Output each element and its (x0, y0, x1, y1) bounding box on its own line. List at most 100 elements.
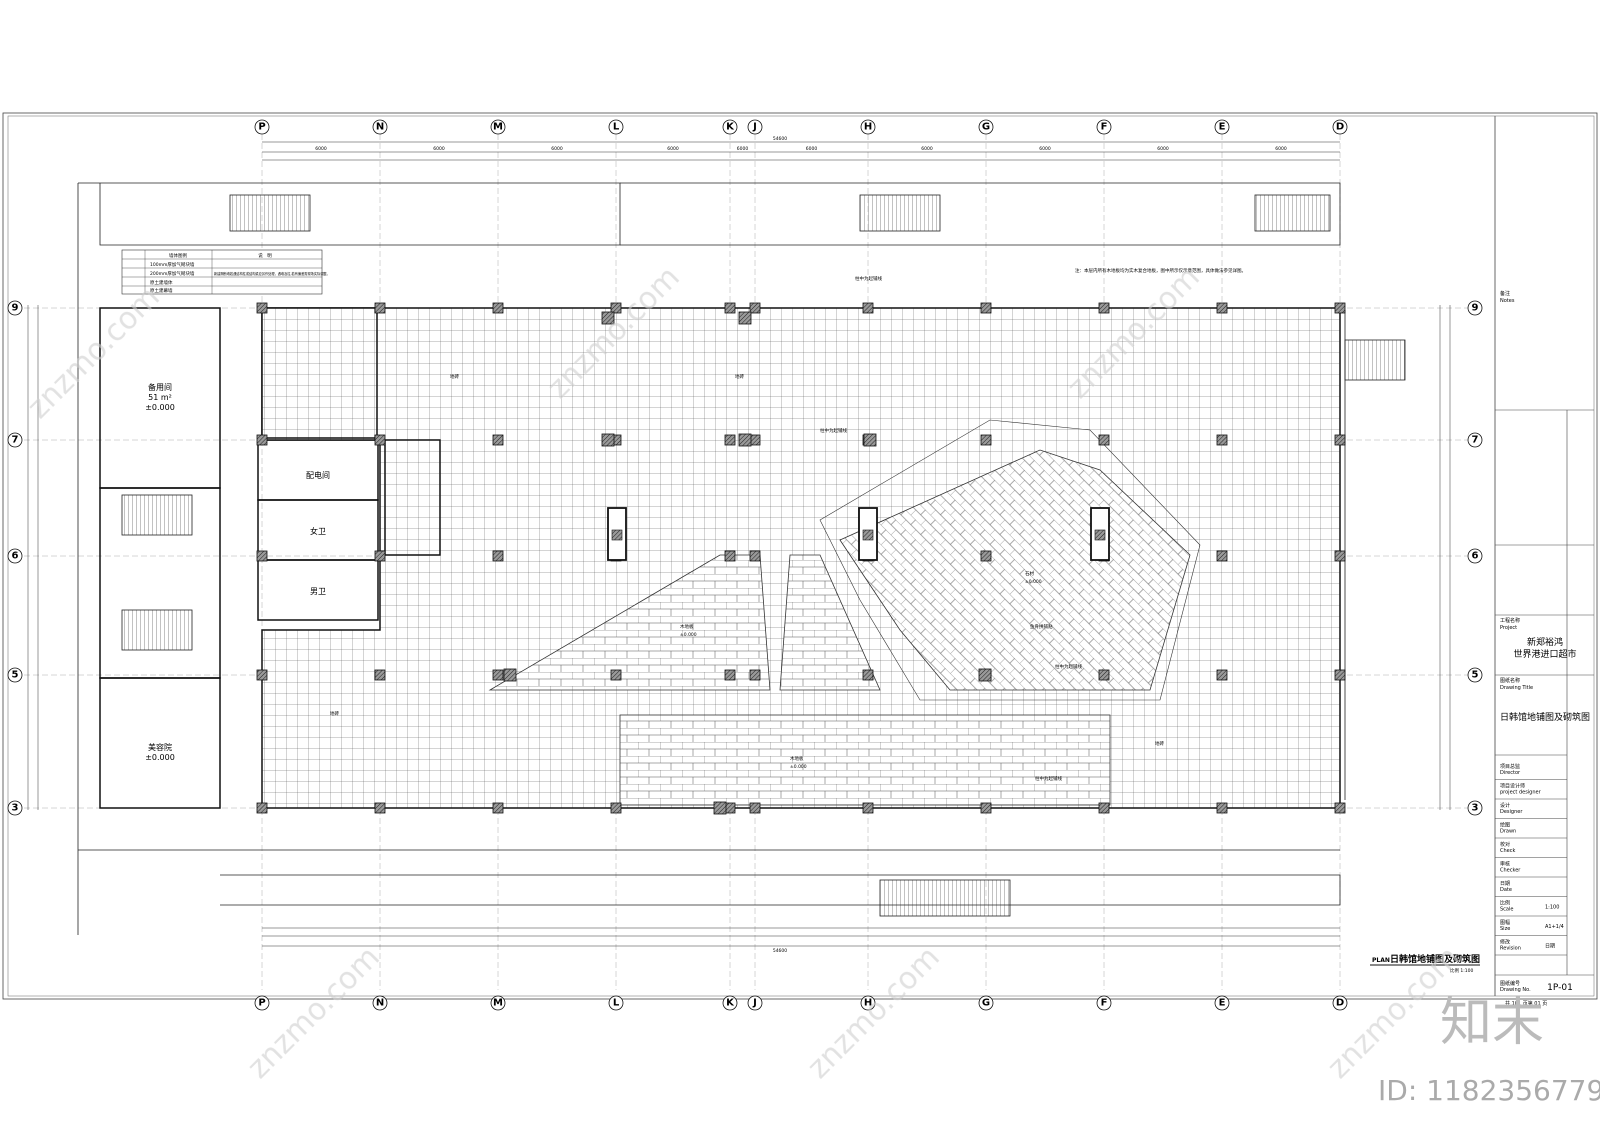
top-span-dim: 6000 (921, 146, 933, 152)
tb-row-cn: 项目总监 (1500, 763, 1520, 770)
column (492, 550, 504, 562)
column (611, 529, 623, 541)
floor-level-3: ±0.000 (1025, 579, 1042, 585)
axis-bubble-D (1332, 119, 1348, 135)
tb-row-en: Date (1500, 887, 1512, 893)
axis-bubble-H (860, 119, 876, 135)
column (724, 802, 736, 814)
tb-row-cn: 项目设计师 (1500, 783, 1525, 790)
axis-label-K: K (726, 998, 735, 1009)
floor-label-tile-4: 地砖 (1155, 740, 1164, 747)
axis-label-5: 5 (12, 670, 19, 681)
tb-row-cn: 校对 (1500, 841, 1510, 848)
tb-row-value: 1:100 (1545, 905, 1559, 911)
room-power: 配电间 (306, 470, 330, 480)
legend-row-4: 原土建幕墙 (150, 287, 173, 294)
upper-left-room (261, 307, 378, 439)
column (980, 550, 992, 562)
column (256, 669, 268, 681)
structural-columns (256, 302, 1346, 815)
axis-bubble-P (254, 995, 270, 1011)
legend-row-1: 100mm厚加气砌块墙 (150, 261, 195, 268)
column (738, 311, 752, 325)
axis-label-D: D (1336, 122, 1344, 133)
column (1216, 669, 1228, 681)
column (1216, 802, 1228, 814)
column (980, 802, 992, 814)
tb-notes-label: 备注 (1500, 290, 1510, 297)
watermark-logo: 知末 (1440, 993, 1544, 1053)
column (749, 302, 761, 314)
wall-legend (121, 249, 323, 295)
top-span-dim: 6000 (315, 146, 327, 152)
top-span-dim: 6000 (551, 146, 563, 152)
stair-top-center (859, 194, 941, 232)
room-spare-level: ±0.000 (145, 403, 175, 412)
floor-lights-4: 柱中为起铺线 (1035, 775, 1062, 782)
axis-bubble-E (1214, 119, 1230, 135)
column (374, 802, 386, 814)
floor-label-stone: 石材 (1025, 570, 1034, 577)
legend-row-2: 200mm厚加气砌块墙 (150, 270, 195, 277)
axis-label-E: E (1219, 998, 1226, 1009)
column (738, 433, 752, 447)
tb-project-name-1: 新郑裕鸿 (1527, 636, 1563, 648)
wood-floor-bottom (619, 714, 1111, 806)
column (492, 434, 504, 446)
axis-label-M: M (493, 122, 503, 133)
svg-text:znzmo.com: znzmo.com (241, 940, 387, 1086)
tb-row-value: A1+1/4 (1545, 924, 1564, 930)
tb-project-label: 工程名称 (1500, 617, 1520, 624)
axis-bubble-3 (1467, 800, 1483, 816)
axis-label-P: P (258, 998, 265, 1009)
axis-label-6: 6 (1472, 551, 1479, 562)
tb-row-en: Scale (1500, 907, 1513, 913)
axis-bubble-K (722, 119, 738, 135)
tb-row-en: project designer (1500, 790, 1542, 796)
column (1098, 802, 1110, 814)
tb-notes-en: Notes (1500, 298, 1515, 304)
axis-bubble-D (1332, 995, 1348, 1011)
room-male-wc: 男卫 (310, 587, 326, 596)
axis-label-L: L (613, 998, 620, 1009)
axis-label-3: 3 (1472, 803, 1479, 814)
floor-lights-2: 柱中为起铺线 (820, 427, 847, 434)
stair-left-lower (121, 609, 193, 651)
axis-bubble-F (1096, 119, 1112, 135)
floor-label-tile-2: 地砖 (735, 373, 744, 380)
column (1098, 434, 1110, 446)
axis-bubble-6 (7, 548, 23, 564)
axis-bubble-5 (1467, 667, 1483, 683)
tb-row-value: 日期 (1545, 944, 1555, 950)
plan-title-name: 日韩馆地铺图及砌筑图 (1390, 953, 1480, 965)
axis-label-3: 3 (12, 803, 19, 814)
top-span-dim: 6000 (1039, 146, 1051, 152)
column (724, 302, 736, 314)
axis-label-E: E (1219, 122, 1226, 133)
room-beauty: 美容院 (148, 742, 172, 752)
tb-row-en: Size (1500, 926, 1510, 932)
axis-label-F: F (1101, 122, 1108, 133)
axis-bubble-G (978, 119, 994, 135)
column (374, 434, 386, 446)
tb-sheet-count: 共 101 页第 01 页 (1505, 1000, 1547, 1007)
column (610, 302, 622, 314)
tb-drawing-no: 1P-01 (1547, 983, 1573, 993)
plan-title-prefix: PLAN (1372, 957, 1390, 964)
tb-drawing-title: 日韩馆地铺图及砌筑图 (1500, 711, 1590, 723)
tb-row-cn: 绘图 (1500, 822, 1510, 829)
axis-bubble-N (372, 995, 388, 1011)
column (724, 434, 736, 446)
column (1334, 302, 1346, 314)
axis-bubble-M (490, 995, 506, 1011)
column (713, 801, 727, 815)
dimension-lines-side (27, 305, 1451, 810)
stair-top-right (1254, 194, 1331, 232)
tb-row-cn: 修改 (1500, 939, 1510, 946)
top-span-dim: 6000 (806, 146, 818, 152)
axis-bubble-L (608, 119, 624, 135)
axis-label-H: H (864, 998, 872, 1009)
